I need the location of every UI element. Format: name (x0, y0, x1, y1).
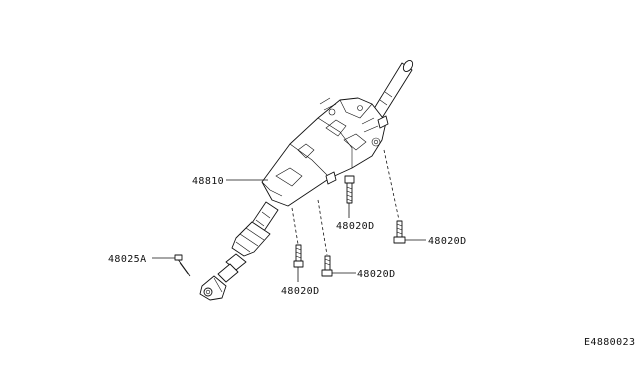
label-bolt-lower-left: 48020D (281, 286, 320, 297)
figure-code: E4880023 (584, 337, 635, 348)
installation-lines (291, 149, 400, 256)
bolt-upper-center (344, 175, 355, 204)
housing-fastener (325, 115, 389, 185)
bolt-lower-center (321, 255, 333, 277)
leader-lines (152, 179, 426, 282)
universal-joint (199, 275, 227, 301)
bolt-lower-left (293, 244, 304, 268)
shaft-boot (231, 221, 271, 257)
label-bolt-right: 48020D (428, 236, 467, 247)
label-bolt-lower-center: 48020D (357, 269, 396, 280)
column-housing (261, 97, 387, 207)
label-bolt-upper-center: 48020D (336, 221, 375, 232)
label-column-assembly: 48810 (192, 176, 224, 187)
upper-shaft (371, 60, 414, 119)
joint-bolt (174, 254, 191, 277)
steering-column-assembly (199, 60, 414, 301)
label-joint-bolt: 48025A (108, 254, 147, 265)
bolt-right (393, 220, 406, 244)
intermediate-shaft (217, 253, 247, 283)
